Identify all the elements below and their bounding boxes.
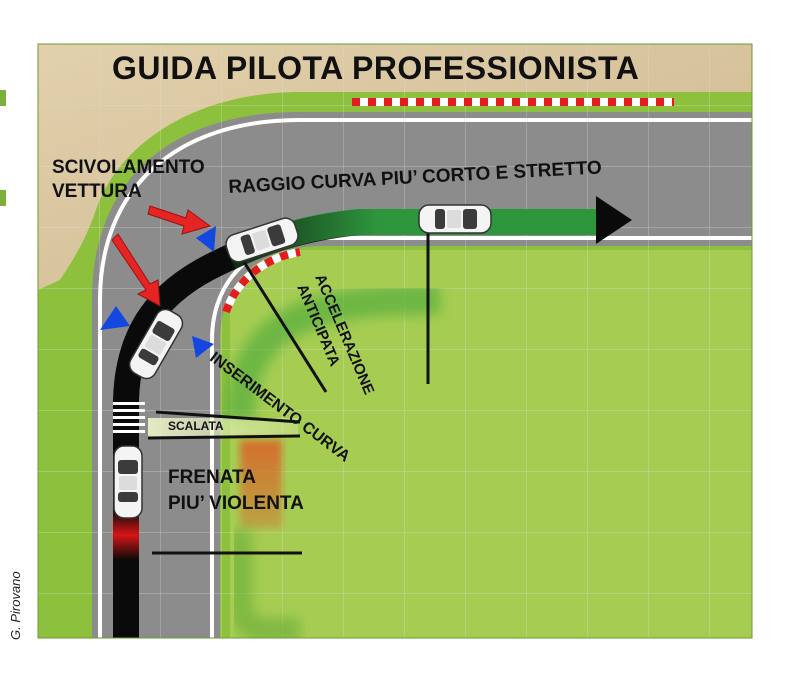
author-credit: G. Pirovano [8,571,23,640]
braking-zone [240,440,282,528]
car-icon [418,204,492,234]
car-icon [225,217,299,263]
label-slide-line1: SCIVOLAMENTO [52,157,205,178]
downshift-zone [148,418,298,438]
car-icon [128,308,184,380]
label-slide-line2: VETTURA [52,181,142,202]
force-arrow-red-icon [111,205,212,307]
label-downshift: SCALATA [168,419,224,433]
diagram-title: GUIDA PILOTA PROFESSIONISTA [112,50,640,86]
edge-ticks [0,90,6,206]
label-braking-line2: PIU’ VIOLENTA [168,493,304,514]
car-icon [113,445,143,519]
skid-marks [113,402,145,433]
force-arrow-blue-icon [100,226,216,358]
outer-kerb [352,98,674,106]
outer-edge-line [98,118,752,638]
direction-arrow-icon [596,196,632,244]
label-braking-line1: FRENATA [168,467,256,488]
pointer-lines [147,228,430,555]
